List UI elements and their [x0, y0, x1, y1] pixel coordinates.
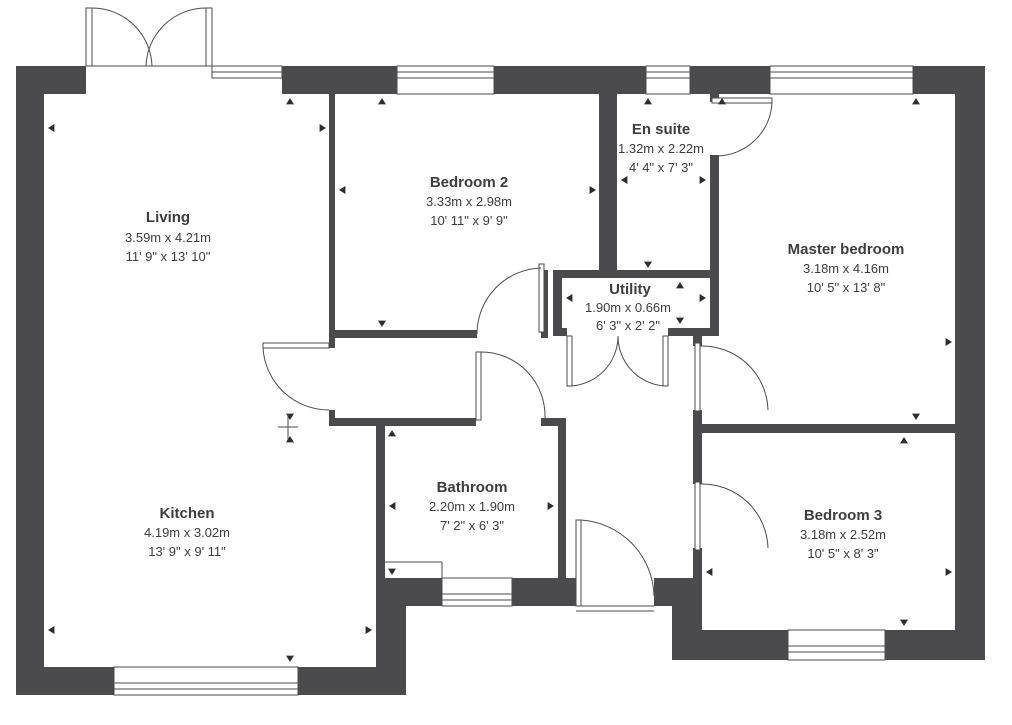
dimension-arrow-icon [286, 98, 294, 105]
room-dimensions-metric: 1.32m x 2.22m [618, 141, 704, 156]
room-name: En suite [632, 121, 690, 138]
room-dimensions-metric: 3.18m x 2.52m [800, 527, 886, 542]
dimension-arrow-icon [365, 626, 372, 634]
dimension-arrow-icon [319, 124, 326, 132]
dimension-arrow-icon [48, 626, 55, 634]
dimension-arrow-icon [676, 282, 684, 289]
room-name: Kitchen [159, 505, 214, 522]
room-kitchen: Kitchen 4.19m x 3.02m 13' 9" x 9' 11" [144, 505, 230, 559]
room-dimensions-imperial: 10' 5" x 8' 3" [807, 546, 879, 561]
room-name: Master bedroom [788, 241, 905, 258]
dimension-arrow-icon [286, 413, 294, 420]
room-dimensions-imperial: 10' 5" x 13' 8" [807, 280, 886, 295]
room-bathroom: Bathroom 2.20m x 1.90m 7' 2" x 6' 3" [429, 479, 515, 533]
room-dimensions-metric: 2.20m x 1.90m [429, 499, 515, 514]
dimension-arrow-icon [699, 294, 706, 302]
dimension-arrow-icon [378, 98, 386, 105]
room-dimensions-metric: 1.90m x 0.66m [585, 300, 671, 315]
dimension-arrow-icon [286, 655, 294, 662]
room-dimensions-metric: 3.59m x 4.21m [125, 230, 211, 245]
dimension-arrow-icon [339, 186, 346, 194]
dimension-arrow-icon [912, 98, 920, 105]
room-dimensions-metric: 4.19m x 3.02m [144, 525, 230, 540]
room-bedroom-3: Bedroom 3 3.18m x 2.52m 10' 5" x 8' 3" [800, 507, 886, 561]
room-master-bedroom: Master bedroom 3.18m x 4.16m 10' 5" x 13… [788, 241, 905, 295]
dimension-arrow-icon [676, 317, 684, 324]
room-dimensions-imperial: 4' 4" x 7' 3" [629, 160, 693, 175]
room-name: Bathroom [437, 479, 508, 496]
doors [85, 7, 773, 612]
dimension-arrow-icon [286, 436, 294, 443]
room-bedroom-2: Bedroom 2 3.33m x 2.98m 10' 11" x 9' 9" [426, 174, 512, 228]
dimension-arrow-icon [945, 568, 952, 576]
dimension-arrow-icon [388, 568, 396, 575]
dimension-arrow-icon [388, 430, 396, 437]
room-dimensions-metric: 3.18m x 4.16m [803, 261, 889, 276]
room-dimensions-imperial: 6' 3" x 2' 2" [596, 318, 660, 333]
room-name: Bedroom 2 [430, 174, 508, 191]
dimension-arrow-icon [621, 176, 628, 184]
dimension-arrow-icon [644, 261, 652, 268]
dimension-arrow-icon [547, 502, 554, 510]
room-dimensions-imperial: 11' 9" x 13' 10" [126, 249, 211, 264]
room-dimensions-imperial: 10' 11" x 9' 9" [430, 213, 508, 228]
dimension-arrow-icon [900, 437, 908, 444]
dimension-arrow-icon [566, 294, 573, 302]
dimension-arrow-icon [699, 176, 706, 184]
dimension-arrow-icon [900, 619, 908, 626]
room-dimensions-imperial: 7' 2" x 6' 3" [440, 518, 504, 533]
room-dimensions-imperial: 13' 9" x 9' 11" [148, 544, 226, 559]
dimension-arrow-icon [48, 124, 55, 132]
dimension-arrow-icon [912, 413, 920, 420]
outer-walls [16, 66, 985, 695]
dimension-arrow-icon [378, 320, 386, 327]
dimension-arrow-icon [389, 502, 396, 510]
room-living: Living 3.59m x 4.21m 11' 9" x 13' 10" [125, 209, 211, 264]
room-dimensions-metric: 3.33m x 2.98m [426, 194, 512, 209]
windows [113, 65, 914, 696]
dimension-arrow-icon [589, 186, 596, 194]
dimension-arrow-icon [706, 568, 713, 576]
dimension-markers [48, 98, 952, 662]
dimension-arrow-icon [644, 98, 652, 105]
room-en-suite: En suite 1.32m x 2.22m 4' 4" x 7' 3" [618, 121, 704, 175]
crosshair-marker [278, 414, 298, 440]
dimension-arrow-icon [945, 338, 952, 346]
room-utility: Utility 1.90m x 0.66m 6' 3" x 2' 2" [585, 281, 671, 333]
internal-walls [329, 94, 955, 583]
dimension-arrow-icon [718, 98, 726, 105]
room-name: Utility [609, 281, 651, 298]
room-name: Bedroom 3 [804, 507, 882, 524]
room-name: Living [146, 209, 190, 226]
